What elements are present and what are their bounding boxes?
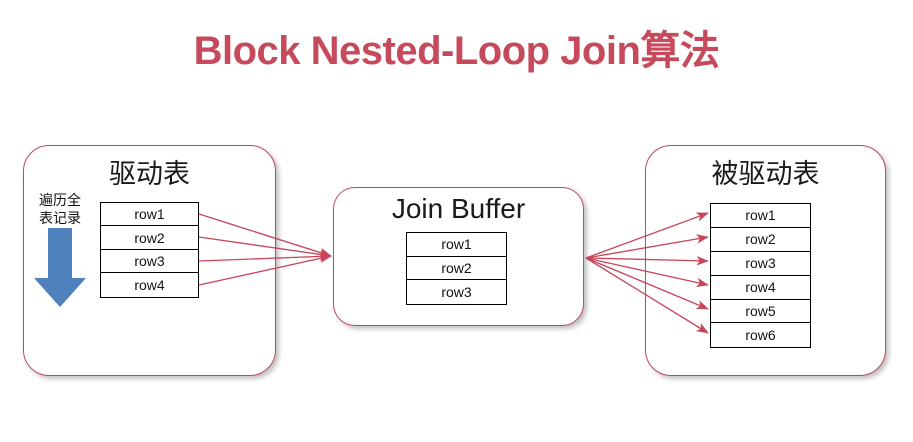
table-row: row2 xyxy=(711,228,810,252)
page-title: Block Nested-Loop Join算法 xyxy=(193,29,720,73)
traverse-full-table-label: 遍历全 表记录 xyxy=(28,191,92,228)
driven-table-heading: 被驱动表 xyxy=(711,159,820,189)
table-row: row3 xyxy=(101,250,198,274)
table-row: row6 xyxy=(745,327,776,344)
table-row: row4 xyxy=(711,276,810,300)
join-buffer-rows: row1 row2 row3 xyxy=(406,232,507,305)
table-row: row4 xyxy=(134,276,165,293)
traverse-label-line-2: 表记录 xyxy=(39,210,81,227)
down-arrow-icon xyxy=(34,228,86,307)
table-row: row5 xyxy=(711,300,810,324)
join-buffer-heading: Join Buffer xyxy=(391,193,526,224)
traverse-label-line-1: 遍历全 xyxy=(39,192,81,208)
driving-table-heading: 驱动表 xyxy=(109,159,190,189)
table-row: row1 xyxy=(711,204,810,228)
table-row: row2 xyxy=(101,226,198,250)
table-row: row2 xyxy=(407,257,506,281)
driven-table-rows: row1 row2 row3 row4 row5 row6 xyxy=(710,203,811,348)
driving-table-rows: row1 row2 row3 row4 xyxy=(100,202,199,298)
table-row: row3 xyxy=(711,252,810,276)
table-row: row1 xyxy=(101,203,198,227)
table-row: row1 xyxy=(407,233,506,257)
table-row: row3 xyxy=(441,284,472,301)
